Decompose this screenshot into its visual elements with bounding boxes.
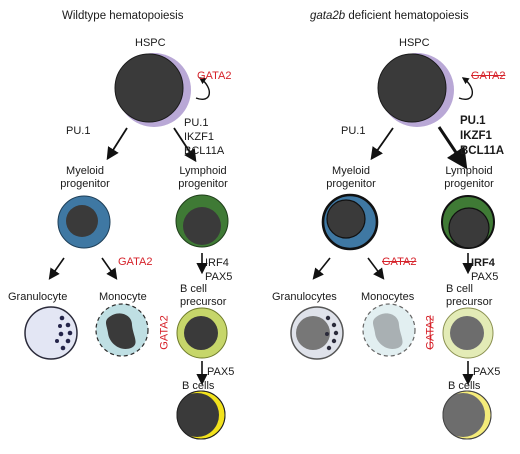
hspc-cell-left (114, 53, 191, 127)
gata2-myeloid-label-left: GATA2 (118, 256, 153, 268)
bcell-cell-right (442, 390, 492, 440)
gata2-bcell-label-right: GATA2 (424, 315, 437, 350)
monocyte-cell-right (362, 303, 416, 357)
myeloid-label-left: Myeloid progenitor (60, 165, 110, 190)
irf4-label-left: IRF4 (205, 257, 229, 269)
granulocyte-label-left: Granulocyte (8, 291, 68, 303)
pu1-label-right: PU.1 (341, 125, 366, 137)
gata2-label-left: GATA2 (197, 70, 232, 82)
bcells-label-left: B cells (182, 380, 215, 392)
granulocyte-label-right: Granulocytes (272, 291, 337, 303)
hspc-cell-right (377, 53, 454, 127)
arrow-myeloid-granulocyte-left (48, 257, 65, 280)
hspc-label-left: HSPC (135, 37, 166, 49)
myeloid-cell-left (57, 195, 111, 249)
left-title: Wildtype hematopoiesis (62, 10, 184, 22)
right-title-rest: deficient hematopoiesis (345, 10, 469, 22)
lymphoid-cell-left (175, 194, 229, 248)
arrow-myeloid-monocyte-right (367, 257, 385, 280)
self-renewal-arrow-right (458, 77, 473, 100)
pax5-label-a-right: PAX5 (471, 271, 499, 283)
bcells-label-right: B cells (448, 380, 481, 392)
lymph-factor-1-left: PU.1 (184, 117, 209, 129)
bcell-precursor-label-left: B cell precursor (180, 283, 227, 308)
lymphoid-cell-right (441, 195, 495, 249)
myeloid-cell-right (321, 193, 379, 251)
self-renewal-arrow-left (195, 77, 210, 100)
pu1-label-left: PU.1 (66, 125, 91, 137)
bcell-precursor-cell-right (442, 307, 494, 359)
pax5-label-b-right: PAX5 (473, 366, 501, 378)
bcell-precursor-label-right: B cell precursor (446, 283, 493, 308)
arrow-hspc-myeloid-right (370, 127, 394, 161)
arrow-myeloid-monocyte-left (101, 257, 118, 280)
lymphoid-label-right: Lymphoid progenitor (444, 165, 494, 190)
bcell-precursor-cell-left (176, 307, 228, 359)
lymphoid-label-left: Lymphoid progenitor (178, 165, 228, 190)
myeloid-label-right: Myeloid progenitor (326, 165, 376, 190)
gata2-bcell-label-left: GATA2 (158, 315, 171, 350)
pax5-label-b-left: PAX5 (207, 366, 235, 378)
monocyte-label-right: Monocytes (361, 291, 415, 303)
granulocyte-cell-right (290, 306, 344, 360)
lymph-factor-3-left: BCL11A (184, 145, 225, 157)
irf4-label-right: IRF4 (471, 257, 495, 269)
lymph-factor-2-left: IKZF1 (184, 131, 214, 143)
hspc-label-right: HSPC (399, 37, 430, 49)
gata2-myeloid-label-right: GATA2 (382, 256, 417, 268)
monocyte-label-left: Monocyte (99, 291, 147, 303)
lymph-factor-2-right: IKZF1 (460, 130, 492, 142)
right-title-gene: gata2b (310, 10, 346, 22)
lymph-factor-1-right: PU.1 (460, 115, 486, 127)
arrow-myeloid-granulocyte-right (312, 257, 331, 280)
pax5-label-a-left: PAX5 (205, 271, 233, 283)
gata2-label-right: GATA2 (471, 70, 506, 82)
arrow-hspc-myeloid-left (106, 127, 128, 161)
monocyte-cell-left (95, 303, 149, 357)
lymph-factor-3-right: BCL11A (460, 145, 505, 157)
arrow-hspc-lymphoid-right (437, 126, 468, 170)
right-title: gata2b deficient hematopoiesis (310, 10, 469, 23)
granulocyte-cell-left (24, 306, 78, 360)
arrow-hspc-lymphoid-left (173, 127, 197, 163)
bcell-cell-left (176, 390, 226, 440)
